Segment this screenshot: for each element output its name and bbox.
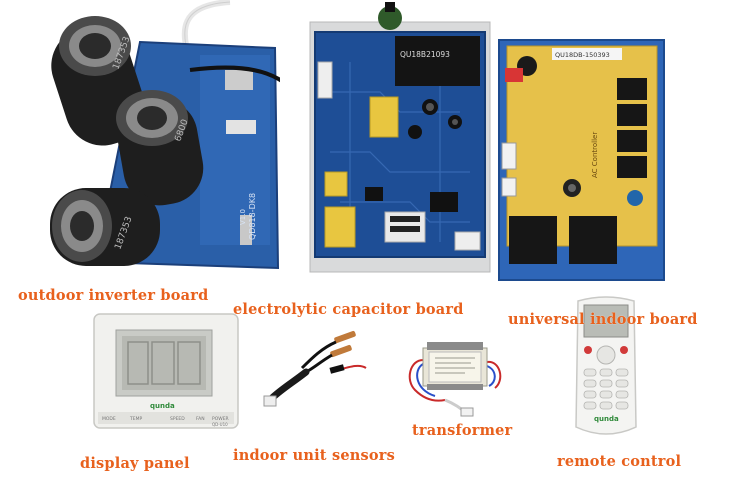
label-transformer: transformer xyxy=(412,422,513,439)
electrolytic-capacitor-board-photo: QU18B21093 xyxy=(290,2,495,277)
label-outdoor-inverter-board: outdoor inverter board xyxy=(18,287,209,304)
display-panel-photo: qunda MODE TEMP SPEED FAN POWER QD-U10 xyxy=(92,312,242,432)
indoor-unit-sensors-photo xyxy=(262,328,372,413)
display-button-power: POWER xyxy=(212,416,229,422)
remote-control-photo: qunda xyxy=(570,295,642,440)
outdoor-inverter-board-photo: QD818-DK8 V1.0 187353 6800 187353 xyxy=(40,0,280,275)
inverter-silkscreen: QD818-DK8 xyxy=(248,193,257,240)
inverter-version: V1.0 xyxy=(239,209,247,225)
center-board-code: QU18B21093 xyxy=(400,50,450,59)
universal-indoor-board-photo: QU18DB-150393 AC Controller xyxy=(497,38,667,283)
display-button-speed: SPEED xyxy=(170,416,185,422)
display-brand: qunda xyxy=(150,402,175,410)
capacitor-bottom: 187353 xyxy=(50,188,160,266)
label-remote-control: remote control xyxy=(557,453,682,470)
label-electrolytic-capacitor-board: electrolytic capacitor board xyxy=(233,301,464,318)
display-model: QD-U10 xyxy=(212,422,228,427)
transformer-photo xyxy=(405,330,510,420)
indoor-board-title: AC Controller xyxy=(591,132,599,178)
remote-brand: qunda xyxy=(594,415,619,423)
display-button-mode: MODE xyxy=(102,416,116,422)
capacitor-middle: 6800 xyxy=(116,90,204,206)
display-button-fan: FAN xyxy=(196,416,205,422)
label-universal-indoor-board: universal indoor board xyxy=(508,311,698,328)
label-indoor-unit-sensors: indoor unit sensors xyxy=(233,447,395,464)
label-display-panel: display panel xyxy=(80,455,190,472)
display-button-temp: TEMP xyxy=(129,416,142,422)
indoor-board-code: QU18DB-150393 xyxy=(555,51,610,59)
